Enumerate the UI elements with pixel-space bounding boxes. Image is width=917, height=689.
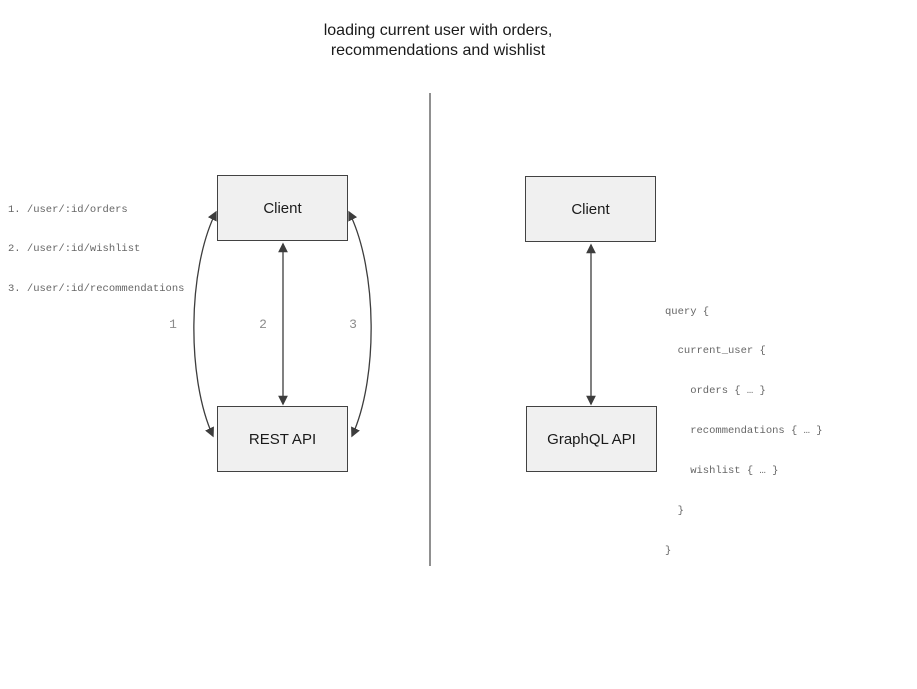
graphql-api-node: GraphQL API: [526, 406, 657, 472]
client-node-graphql: Client: [525, 176, 656, 242]
endpoint-item: 1. /user/:id/orders: [8, 203, 128, 216]
rest-api-node-label: REST API: [248, 430, 317, 448]
arrow-label-2: 2: [259, 317, 267, 332]
client-node-rest: Client: [217, 175, 348, 241]
page-title: loading current user with orders, recomm…: [258, 21, 618, 61]
query-line: recommendations { … }: [665, 425, 823, 438]
arrow-label-1: 1: [169, 317, 177, 332]
arrow-label-3: 3: [349, 317, 357, 332]
graphql-query-block: query { current_user { orders { … } reco…: [665, 279, 823, 585]
query-line: current_user {: [665, 345, 766, 358]
graphql-api-node-label: GraphQL API: [547, 430, 636, 448]
query-line: }: [665, 544, 672, 557]
endpoint-item: 3. /user/:id/recommendations: [8, 283, 185, 296]
client-node-graphql-label: Client: [571, 200, 610, 218]
title-line-1: loading current user with orders,: [323, 22, 553, 39]
query-line: }: [665, 505, 684, 518]
query-line: query {: [665, 305, 710, 318]
endpoint-item: 2. /user/:id/wishlist: [8, 243, 141, 256]
client-node-rest-label: Client: [263, 199, 302, 217]
rest-api-node: REST API: [217, 406, 348, 472]
rest-arrow-1-curve: [193, 210, 217, 438]
query-line: wishlist { … }: [665, 465, 779, 478]
rest-arrow-3-curve: [348, 210, 372, 438]
query-line: orders { … }: [665, 385, 766, 398]
rest-endpoints-list: 1. /user/:id/orders 2. /user/:id/wishlis…: [8, 177, 184, 323]
title-line-2: recommendations and wishlist: [330, 42, 546, 59]
